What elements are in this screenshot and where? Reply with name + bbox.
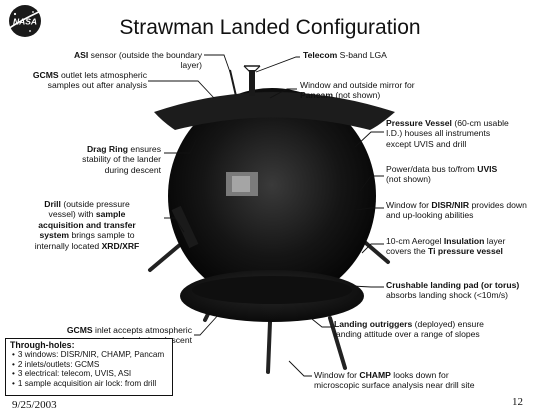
telecom-antenna: [243, 65, 261, 96]
slide-title: Strawman Landed Configuration: [119, 16, 421, 39]
label-asi: ASI sensor (outside the boundary layer): [73, 50, 202, 71]
pressure-vessel-sphere: [168, 88, 376, 304]
label-outriggers: Landing outriggers (deployed) ensure lan…: [334, 319, 484, 340]
label-pancam-window: Window and outside mirror for Pancam (no…: [300, 80, 415, 101]
label-gcms-outlet: GCMS outlet lets atmospheric samples out…: [32, 70, 147, 91]
label-disr-window: Window for DISR/NIR provides down and up…: [386, 200, 527, 221]
list-item: 3 windows: DISR/NIR, CHAMP, Pancam: [12, 350, 168, 360]
nasa-logo-text: NASA: [13, 17, 37, 27]
list-item: 3 electrical: telecom, UVIS, ASI: [12, 369, 168, 379]
drill: [171, 205, 199, 249]
leader-lines: [148, 54, 384, 377]
list-item: 2 inlets/outlets: GCMS: [12, 360, 168, 370]
through-holes-title: Through-holes:: [10, 340, 75, 350]
through-holes-list: 3 windows: DISR/NIR, CHAMP, Pancam 2 inl…: [10, 350, 168, 388]
label-pressure-vessel: Pressure Vessel (60-cm usable I.D.) hous…: [386, 118, 509, 149]
drag-ring: [154, 92, 395, 130]
label-uvis-bus: Power/data bus to/from UVIS (not shown): [386, 164, 498, 185]
list-item: 1 sample acquisition air lock: from dril…: [12, 379, 168, 389]
footer-date: 9/25/2003: [12, 399, 57, 411]
asi-sensor: [229, 69, 237, 97]
page-number: 12: [512, 396, 523, 408]
label-champ-window: Window for CHAMP looks down for microsco…: [314, 370, 475, 391]
label-aerogel: 10-cm Aerogel Insulation layer covers th…: [386, 236, 506, 257]
label-drill: Drill (outside pressure vessel) with sam…: [34, 199, 140, 251]
label-drag-ring: Drag Ring ensures stability of the lande…: [82, 144, 161, 175]
label-crushable-pad: Crushable landing pad (or torus) absorbs…: [386, 280, 520, 301]
through-holes-box: Through-holes: 3 windows: DISR/NIR, CHAM…: [5, 338, 173, 396]
nasa-logo: NASA: [7, 5, 44, 37]
label-telecom: Telecom S-band LGA: [303, 50, 387, 60]
